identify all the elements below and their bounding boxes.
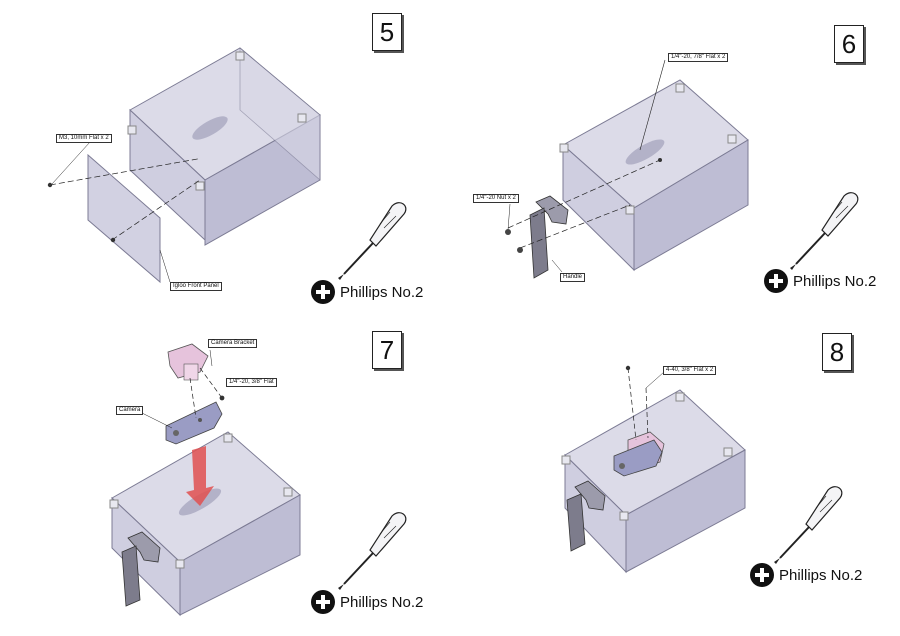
callout-label: 1/4"-20, 7/8" Flat x 2 [668,53,729,62]
callout-label: Camera Bracket [208,339,258,348]
tool-name: Phillips No.2 [793,272,877,290]
tool-label: Phillips No.2 [764,269,876,293]
callout-label: 1/4"-20, 3/8" Flat [226,378,277,387]
phillips-plus-icon [311,280,335,304]
step-number: 6 [834,25,864,63]
step-number: 7 [372,331,402,369]
callout-label: Igloo Front Panel [170,282,222,291]
tool-name: Phillips No.2 [340,283,424,301]
tool-name: Phillips No.2 [340,593,424,611]
callout-label: Handle [560,273,586,282]
callout-label: Camera [116,406,144,415]
phillips-plus-icon [750,563,774,587]
step-7-illustration [109,343,301,617]
step-number: 5 [372,13,402,51]
screwdriver-icon [773,485,843,565]
screwdriver-icon [789,191,859,271]
tool-label: Phillips No.2 [750,563,862,587]
step-6-illustration [505,59,749,279]
phillips-plus-icon [764,269,788,293]
screwdriver-icon [337,201,407,281]
tool-name: Phillips No.2 [779,566,863,584]
step-number: 8 [822,333,852,371]
phillips-plus-icon [311,590,335,614]
callout-label: 4-40, 3/8" Flat x 2 [663,366,717,375]
tool-label: Phillips No.2 [311,590,423,614]
tool-label: Phillips No.2 [311,280,423,304]
callout-label: M3, 10mm Flat x 2 [56,134,112,143]
step-5-illustration [47,47,321,284]
screwdriver-icon [337,511,407,591]
step-8-illustration [561,365,746,574]
callout-label: 1/4"-20 Nut x 2 [473,194,519,203]
